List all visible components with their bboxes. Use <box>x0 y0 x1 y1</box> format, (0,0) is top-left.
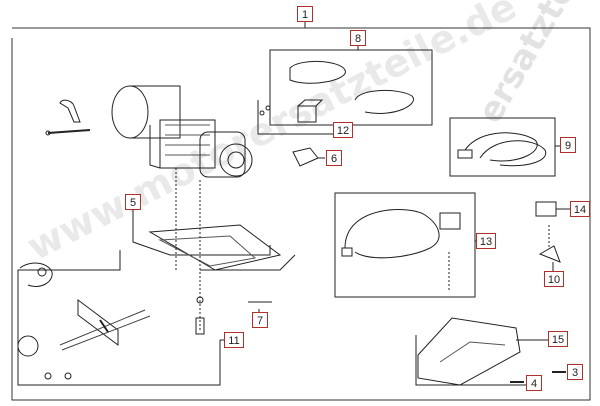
cable-8a <box>289 60 346 84</box>
drum-rope <box>165 124 210 156</box>
cable-9b <box>479 140 547 167</box>
callout-11[interactable]: 11 <box>224 332 244 348</box>
connector-9 <box>457 149 473 159</box>
skid-plate-15 <box>417 317 521 386</box>
cable-8b <box>354 89 414 114</box>
group-line-5 <box>132 222 271 256</box>
callout-15[interactable]: 15 <box>548 331 568 347</box>
bolt-part-b <box>64 372 72 380</box>
screw-12a <box>259 110 265 116</box>
callout-13[interactable]: 13 <box>476 233 496 249</box>
callout-14[interactable]: 14 <box>570 201 590 217</box>
outer-boundary-line <box>11 27 591 401</box>
group-line-15 <box>415 335 530 386</box>
mounting-plate-inner <box>158 235 257 267</box>
callout-3[interactable]: 3 <box>567 364 583 380</box>
relay-14 <box>535 201 557 217</box>
bolt-11 <box>195 317 205 335</box>
cable-tie <box>47 129 91 134</box>
skid-plate-detail <box>439 341 506 363</box>
winch-frame <box>149 125 161 169</box>
group-box-8 <box>269 49 433 126</box>
callout-9[interactable]: 9 <box>560 137 576 153</box>
winch-clutch-knob <box>219 143 253 177</box>
callout-5[interactable]: 5 <box>125 194 141 210</box>
clutch-knob-center <box>227 151 245 169</box>
callout-10[interactable]: 10 <box>544 271 564 287</box>
roller-fairlead <box>77 299 119 346</box>
handle-part <box>59 99 81 123</box>
hook-ring <box>37 267 47 277</box>
cable-tie-end <box>45 130 51 136</box>
callout-12[interactable]: 12 <box>333 122 353 138</box>
plug-13 <box>341 247 353 257</box>
fairlead-roller <box>17 335 39 357</box>
bolt-part-a <box>44 372 52 380</box>
callout-1[interactable]: 1 <box>297 6 313 22</box>
bracket-6 <box>292 147 319 167</box>
group-line-6 <box>200 254 296 271</box>
callout-8[interactable]: 8 <box>350 30 366 46</box>
hook-strap <box>19 262 53 287</box>
bracket-10 <box>538 245 561 263</box>
bracket-12 <box>297 105 317 123</box>
bracket-12-top <box>297 99 324 107</box>
screw-12b <box>265 105 271 111</box>
harness-13 <box>344 209 440 259</box>
callout-4[interactable]: 4 <box>526 375 542 391</box>
winch-gearbox <box>199 131 246 178</box>
relay-13 <box>439 212 461 230</box>
callout-6[interactable]: 6 <box>326 150 342 166</box>
group-box-13 <box>334 192 476 298</box>
winch-rope <box>59 309 151 351</box>
washer-11 <box>196 296 204 304</box>
winch-motor <box>130 85 181 139</box>
callout-7[interactable]: 7 <box>252 312 268 328</box>
group-box-9 <box>449 117 556 177</box>
fairlead-bolt <box>99 319 109 333</box>
cable-9a <box>464 132 538 162</box>
group-line-11 <box>17 250 221 386</box>
mounting-plate <box>148 224 282 271</box>
winch-drum <box>159 119 216 169</box>
winch-motor-end <box>111 85 149 139</box>
